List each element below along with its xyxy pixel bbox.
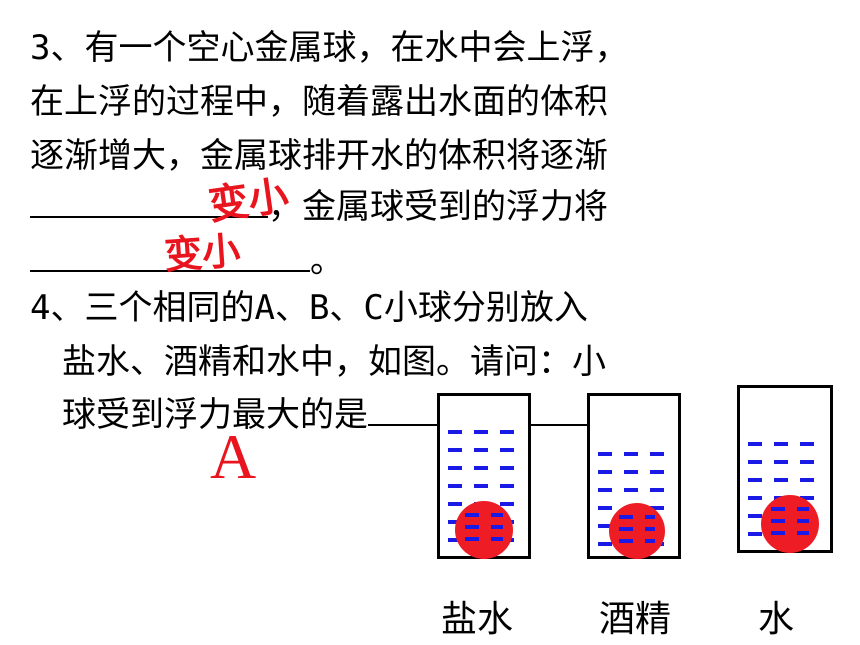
q3-line-1: 3、有一个空心金属球，在水中会上浮， — [30, 28, 629, 68]
q4-line-2: 盐水、酒精和水中，如图。请问：小 — [62, 342, 606, 382]
q3-line-2: 在上浮的过程中，随着露出水面的体积 — [30, 82, 608, 122]
q4-line-3: 球受到浮力最大的是。 — [62, 394, 692, 435]
q3-blank-2[interactable] — [30, 240, 310, 272]
q3-line-4: ，金属球受到的浮力将 — [30, 186, 608, 227]
beaker-alcohol — [587, 393, 681, 559]
label-salt-water: 盐水 — [441, 599, 514, 640]
q3-line-3: 逐渐增大，金属球排开水的体积将逐渐 — [30, 136, 608, 176]
q3-line-4-text: ，金属球受到的浮力将 — [268, 187, 608, 227]
q3-handwritten-answer-2: 变小 — [162, 227, 242, 278]
label-water: 水 — [758, 599, 795, 640]
beaker-salt-water — [437, 393, 531, 559]
beaker-water — [737, 385, 833, 553]
q3-line-5: 。 — [30, 240, 344, 281]
q4-line-1: 4、三个相同的A、B、C小球分别放入 — [30, 288, 588, 328]
q3-blank-1[interactable] — [30, 186, 268, 218]
ball-c — [761, 495, 819, 553]
label-alcohol: 酒精 — [599, 599, 672, 640]
q4-line-3-text: 球受到浮力最大的是 — [62, 395, 368, 435]
q3-line-5-end: 。 — [310, 241, 344, 281]
ball-b — [609, 503, 665, 559]
ball-a — [455, 501, 513, 559]
q4-handwritten-answer: A — [210, 421, 257, 492]
